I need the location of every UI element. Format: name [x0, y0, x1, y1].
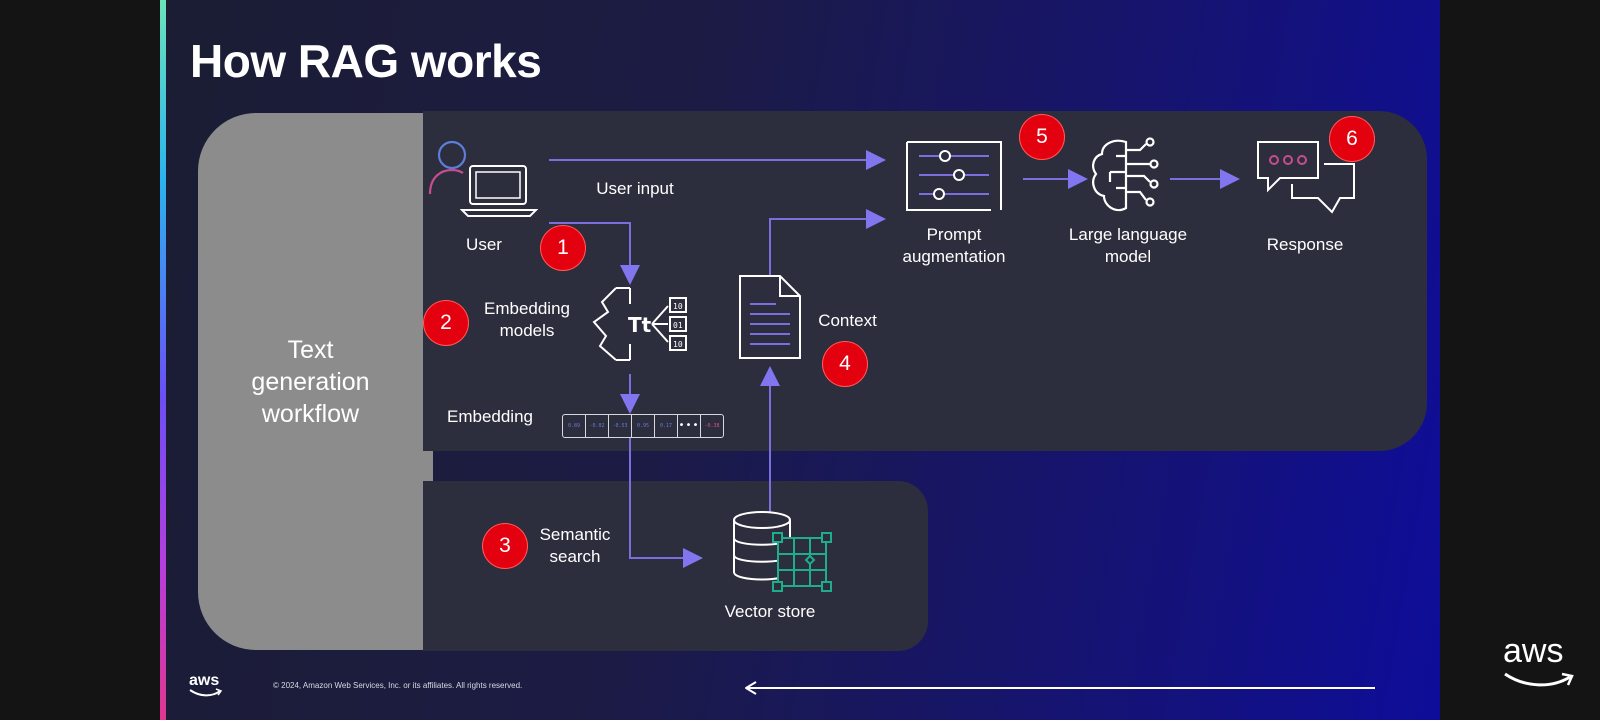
slide: How RAG works Text generation workflow	[160, 0, 1440, 720]
user-input-label: User input	[596, 179, 674, 198]
main-flow-panel	[423, 111, 1427, 451]
aws-corner-logo: aws	[1503, 632, 1564, 670]
aws-footer-logo: aws	[189, 672, 220, 689]
aws-corner-smile-icon	[1504, 672, 1574, 687]
arrow-embedding-to-vector	[629, 437, 703, 568]
chat-bubbles-icon	[1257, 141, 1355, 214]
accent-bar	[160, 0, 166, 720]
embedding-cell: 0.95	[632, 415, 655, 437]
step-badge-2: 2	[423, 300, 469, 346]
workflow-panel	[198, 113, 433, 650]
embedding-label: Embedding	[446, 407, 533, 426]
semantic-search-label: Semantic search	[539, 525, 611, 566]
step-badge-6: 6	[1329, 116, 1375, 162]
arrow-user-to-embedding	[549, 222, 640, 285]
svg-text:Tt: Tt	[628, 313, 652, 337]
context-label: Context	[818, 311, 877, 330]
embedding-cell: -0.53	[609, 415, 632, 437]
user-label: User	[466, 235, 502, 254]
copyright-text: © 2024, Amazon Web Services, Inc. or its…	[273, 681, 523, 690]
step-badge-1: 1	[540, 225, 586, 271]
embedding-cell: -0.38	[704, 423, 720, 429]
document-icon	[739, 275, 801, 359]
llm-label: Large language model	[1068, 225, 1188, 266]
svg-text:10: 10	[673, 302, 683, 311]
slide-title: How RAG works	[190, 35, 542, 87]
embedding-cell: 0.17	[655, 415, 678, 437]
prompt-augmentation-label: Prompt augmentation	[902, 225, 1006, 266]
embedding-cell: -0.02	[586, 415, 609, 437]
prompt-sliders-icon	[906, 141, 1002, 211]
brain-circuit-icon	[1092, 137, 1159, 212]
vector-grid-icon	[772, 532, 832, 592]
aws-smile-icon	[189, 688, 223, 697]
step-badge-4: 4	[822, 341, 868, 387]
workflow-label: Text generation workflow	[251, 336, 370, 428]
laptop-icon	[460, 165, 538, 217]
embedding-models-label: Embedding models	[483, 299, 570, 340]
flow-arrows	[549, 150, 1375, 695]
step-badge-3: 3	[482, 523, 528, 569]
response-label: Response	[1266, 235, 1344, 254]
embedding-cell-ellipsis: •••	[678, 415, 701, 437]
step-badge-5: 5	[1019, 114, 1065, 160]
embedding-model-icon: Tt 10 01 10	[592, 287, 687, 361]
arrow-context-to-prompt	[769, 209, 886, 276]
embedding-cell: 0.89	[563, 415, 586, 437]
svg-text:10: 10	[673, 340, 683, 349]
embedding-vector: 0.89 -0.02 -0.53 0.95 0.17 ••• -0.38	[562, 414, 724, 438]
svg-text:01: 01	[673, 321, 683, 330]
user-icon	[428, 140, 467, 195]
vector-store-label: Vector store	[724, 602, 816, 621]
